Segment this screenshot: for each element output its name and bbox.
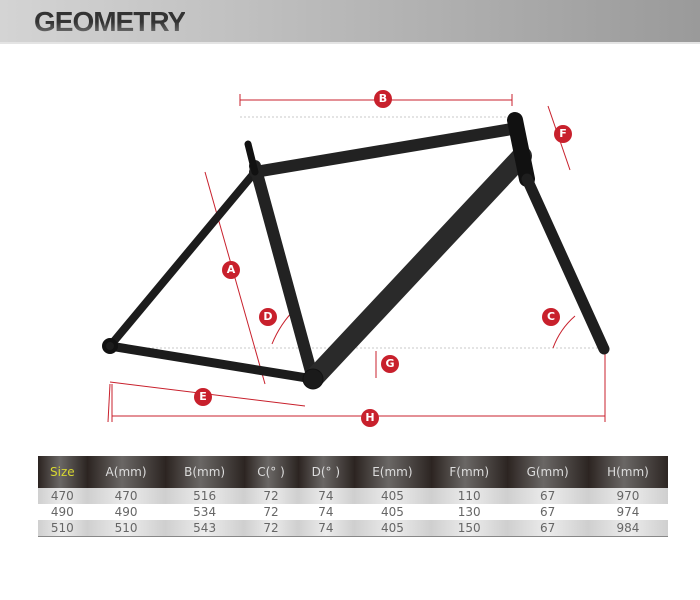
label-a: A	[222, 261, 240, 279]
cell: 72	[243, 520, 299, 537]
col-c: C(° )	[243, 456, 299, 488]
cell: 490	[38, 504, 87, 520]
bike-frame	[102, 112, 610, 390]
label-g: G	[381, 355, 399, 373]
label-c: C	[542, 308, 560, 326]
cell: 67	[507, 520, 588, 537]
geometry-table: Size A(mm) B(mm) C(° ) D(° ) E(mm) F(mm)…	[38, 456, 668, 537]
cell: 534	[165, 504, 244, 520]
cell: 130	[431, 504, 508, 520]
col-d: D(° )	[298, 456, 354, 488]
cell: 543	[165, 520, 244, 537]
col-f: F(mm)	[431, 456, 508, 488]
label-b: B	[374, 90, 392, 108]
label-h: H	[361, 409, 379, 427]
cell: 67	[507, 488, 588, 504]
cell: 405	[353, 504, 432, 520]
cell: 974	[587, 504, 668, 520]
cell: 490	[86, 504, 166, 520]
cell: 74	[298, 504, 354, 520]
col-b: B(mm)	[165, 456, 244, 488]
table-header: Size A(mm) B(mm) C(° ) D(° ) E(mm) F(mm)…	[38, 456, 668, 488]
label-d: D	[259, 308, 277, 326]
cell: 405	[353, 520, 432, 537]
cell: 67	[507, 504, 588, 520]
cell: 516	[165, 488, 244, 504]
page-title: GEOMETRY	[34, 6, 186, 37]
col-a: A(mm)	[86, 456, 166, 488]
label-f: F	[554, 125, 572, 143]
col-size: Size	[38, 456, 87, 488]
cell: 405	[353, 488, 432, 504]
frame-diagram	[102, 94, 610, 423]
cell: 74	[298, 520, 354, 537]
cell: 970	[587, 488, 668, 504]
cell: 110	[431, 488, 508, 504]
cell: 470	[38, 488, 87, 504]
cell: 74	[298, 488, 354, 504]
col-g: G(mm)	[507, 456, 588, 488]
cell: 510	[86, 520, 166, 537]
cell: 150	[431, 520, 508, 537]
reference-lines	[112, 116, 606, 349]
cell: 984	[587, 520, 668, 537]
col-h: H(mm)	[587, 456, 668, 488]
label-e: E	[194, 388, 212, 406]
cell: 510	[38, 520, 87, 537]
cell: 72	[243, 488, 299, 504]
cell: 72	[243, 504, 299, 520]
col-e: E(mm)	[353, 456, 432, 488]
header-bar: GEOMETRY	[0, 0, 700, 44]
cell: 470	[86, 488, 166, 504]
